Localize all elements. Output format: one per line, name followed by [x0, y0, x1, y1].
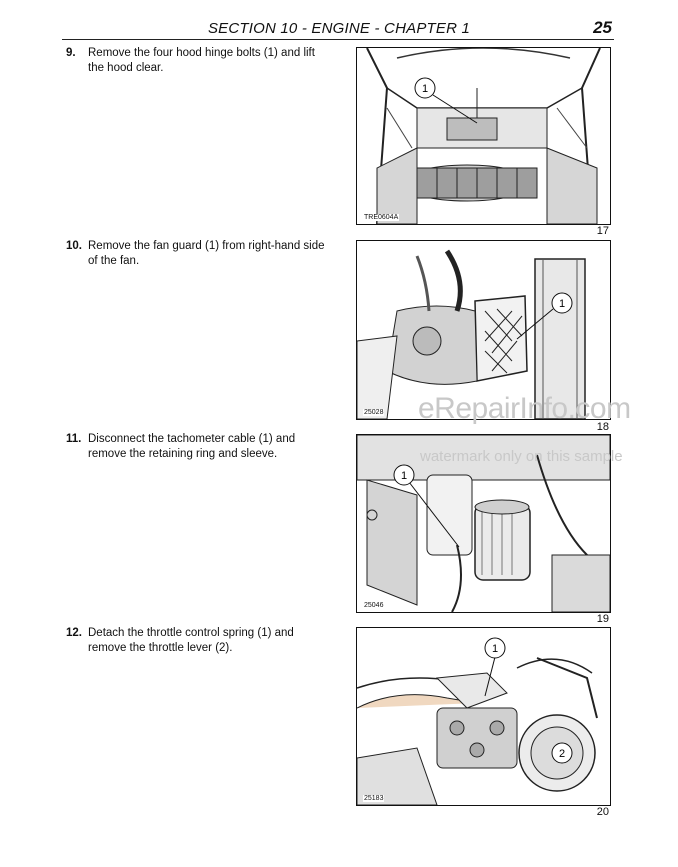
figure-20: 1 2 25183: [356, 627, 611, 806]
figure-code: TRE0604A: [363, 214, 400, 221]
watermark-site: eRepairInfo.com: [418, 392, 631, 425]
figure-17: 1 TRE0604A: [356, 47, 611, 225]
fan-guard-illustration: 1: [357, 241, 610, 419]
step-10: 10. Remove the fan guard (1) from right-…: [66, 239, 334, 269]
watermark-note: watermark only on this sample: [420, 448, 623, 465]
step-12: 12. Detach the throttle control spring (…: [66, 626, 334, 656]
hood-hinge-illustration: 1: [357, 48, 610, 224]
figure-number: 19: [596, 613, 609, 625]
step-text: Detach the throttle control spring (1) a…: [88, 627, 294, 654]
figure-code: 25028: [363, 409, 385, 416]
step-text: Remove the fan guard (1) from right-hand…: [88, 240, 325, 267]
figure-code: 25183: [363, 795, 385, 802]
callout-1: 1: [559, 298, 565, 310]
step-number: 10.: [66, 240, 82, 252]
step-number: 12.: [66, 627, 82, 639]
callout-1: 1: [422, 83, 428, 95]
callout-2: 2: [559, 748, 565, 760]
throttle-lever-illustration: 1 2: [357, 628, 610, 805]
figure-19: 1 25046: [356, 434, 611, 613]
step-text: Disconnect the tachometer cable (1) and …: [88, 433, 296, 460]
figure-18: 1 25028: [356, 240, 611, 420]
step-11: 11. Disconnect the tachometer cable (1) …: [66, 432, 334, 462]
step-number: 9.: [66, 47, 76, 59]
header-rule: [62, 39, 614, 40]
figure-code: 25046: [363, 602, 385, 609]
callout-1: 1: [492, 643, 498, 655]
callout-1: 1: [401, 470, 407, 482]
page-number: 25: [593, 18, 612, 37]
step-9: 9. Remove the four hood hinge bolts (1) …: [66, 46, 334, 76]
tachometer-cable-illustration: 1: [357, 435, 610, 612]
figure-number: 18: [596, 421, 609, 433]
figure-number: 17: [596, 225, 609, 237]
step-text: Remove the four hood hinge bolts (1) and…: [88, 47, 315, 74]
page-header-title: SECTION 10 - ENGINE - CHAPTER 1: [207, 20, 471, 37]
step-number: 11.: [66, 433, 82, 445]
figure-number: 20: [596, 806, 609, 818]
